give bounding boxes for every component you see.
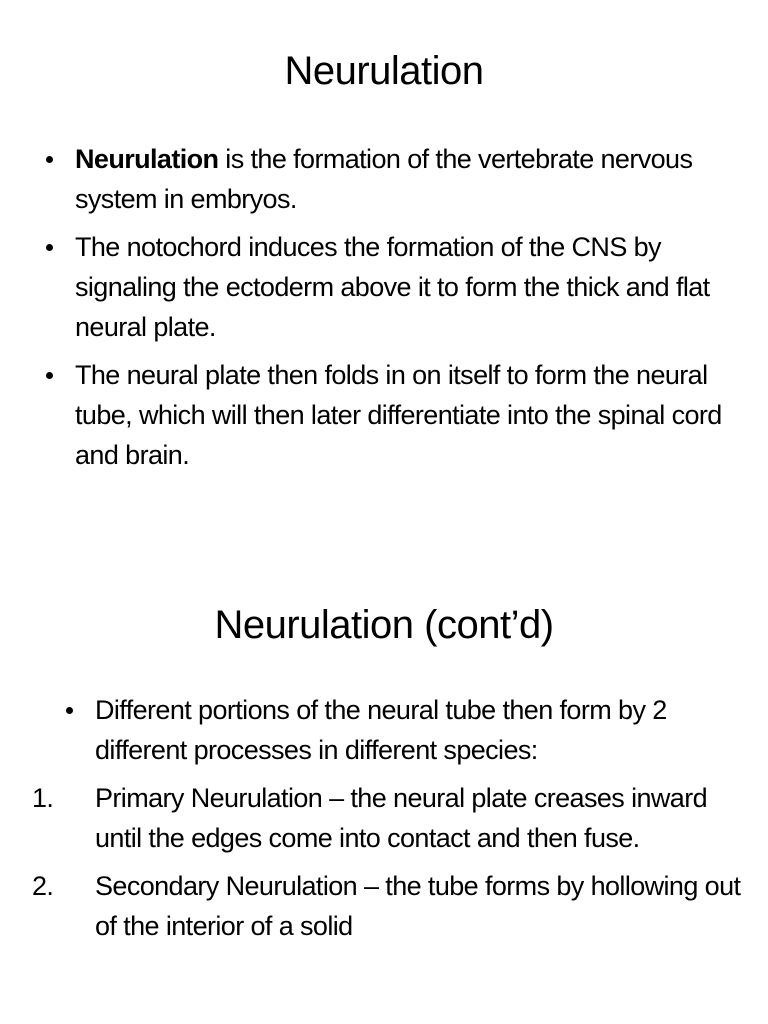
slide-title: Neurulation (cont’d)	[214, 603, 554, 647]
slide-2: Neurulation (cont’d) Different portions …	[0, 576, 768, 1024]
numbered-item: 2. Secondary Neurulation – the tube form…	[32, 866, 744, 946]
slide-1: Neurulation Neurulation is the formation…	[44, 49, 744, 483]
bullet-text: Different portions of the neural tube th…	[95, 695, 667, 765]
bullet-item: Neurulation is the formation of the vert…	[44, 139, 744, 219]
bullet-text: The notochord induces the formation of t…	[75, 232, 710, 342]
slide-title: Neurulation	[284, 49, 484, 93]
bold-term: Neurulation	[75, 144, 219, 174]
bullet-icon	[46, 244, 53, 251]
bullet-item: The notochord induces the formation of t…	[44, 227, 744, 347]
bullet-icon	[46, 372, 53, 379]
bullet-list: Neurulation is the formation of the vert…	[44, 139, 744, 483]
bullet-icon	[46, 156, 53, 163]
bullet-item: Different portions of the neural tube th…	[64, 690, 744, 770]
item-text: Secondary Neurulation – the tube forms b…	[95, 871, 741, 941]
bullet-list: Different portions of the neural tube th…	[32, 690, 744, 954]
bullet-text: The neural plate then folds in on itself…	[75, 360, 722, 470]
bullet-text: is the formation of the vertebrate nervo…	[75, 144, 693, 214]
list-number: 1.	[32, 783, 54, 813]
bullet-item: The neural plate then folds in on itself…	[44, 355, 744, 475]
list-number: 2.	[32, 871, 54, 901]
numbered-item: 1. Primary Neurulation – the neural plat…	[32, 778, 744, 858]
item-text: Primary Neurulation – the neural plate c…	[95, 783, 708, 853]
bullet-icon	[66, 707, 73, 714]
